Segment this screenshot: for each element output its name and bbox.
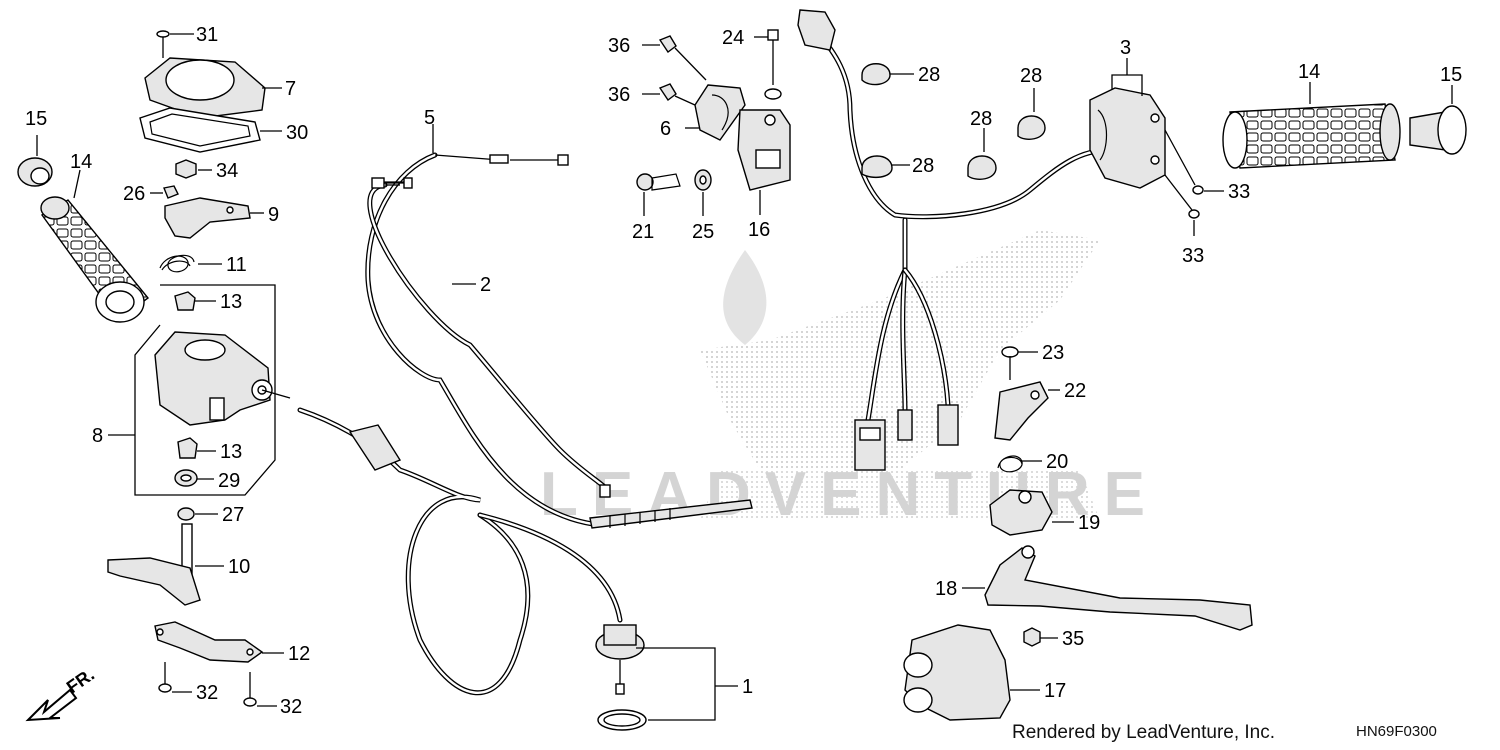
- part-28-clip-d: [967, 128, 997, 180]
- part-16-switch-housing: [737, 109, 791, 215]
- callout-26: 26: [123, 183, 145, 205]
- callout-3: 3: [1120, 37, 1131, 59]
- part-14-right-grip: [1222, 82, 1401, 169]
- callout-21: 21: [632, 221, 654, 243]
- part-34-nut: [175, 159, 212, 179]
- callout-6: 6: [660, 118, 671, 140]
- callout-28-d: 28: [970, 108, 992, 130]
- callout-14-left: 14: [70, 151, 92, 173]
- part-23-bolt: [1001, 346, 1038, 380]
- part-2-choke-cable: [367, 177, 611, 498]
- callout-28-c: 28: [1020, 65, 1042, 87]
- callout-33-upper: 33: [1228, 181, 1250, 203]
- callout-30: 30: [286, 122, 308, 144]
- part-15-right-grip-end: [1409, 85, 1467, 155]
- part-14-left-grip: [40, 169, 150, 323]
- part-35-nut: [1023, 627, 1058, 647]
- part-32-screw-left: [158, 662, 192, 693]
- part-7-throttle-cover: [144, 57, 282, 119]
- callout-1: 1: [742, 676, 753, 698]
- part-26-collar: [150, 185, 179, 199]
- part-wire-harness: [797, 9, 1113, 471]
- part-12-grip-bracket: [154, 621, 284, 663]
- part-17-lever-guard: [903, 624, 1040, 721]
- callout-10: 10: [228, 556, 250, 578]
- callout-13-upper: 13: [220, 291, 242, 313]
- footer-credit: Rendered by LeadVenture, Inc.: [1012, 722, 1275, 743]
- callout-27: 27: [222, 504, 244, 526]
- part-13-upper-seal: [174, 291, 216, 311]
- part-3-right-switch: [1089, 58, 1166, 189]
- callout-22: 22: [1064, 380, 1086, 402]
- callout-11: 11: [226, 254, 247, 276]
- callout-32-right: 32: [280, 696, 302, 718]
- callout-34: 34: [216, 160, 238, 182]
- callout-24: 24: [722, 27, 744, 49]
- part-30-gasket: [139, 107, 282, 153]
- front-direction-arrow: FR.: [25, 664, 98, 722]
- part-29-washer: [174, 469, 214, 487]
- callout-23: 23: [1042, 342, 1064, 364]
- part-19-lever-holder: [989, 489, 1074, 536]
- callout-8: 8: [92, 425, 103, 447]
- callout-13-lower: 13: [220, 441, 242, 463]
- callout-35: 35: [1062, 628, 1084, 650]
- callout-20: 20: [1046, 451, 1068, 473]
- part-33-screw-upper: [1164, 129, 1224, 195]
- callout-2: 2: [480, 274, 491, 296]
- callout-7: 7: [285, 78, 296, 100]
- part-5-throttle-cable: [365, 124, 753, 529]
- part-21-screw: [636, 173, 681, 216]
- part-9-throttle-arm: [164, 197, 264, 239]
- part-15-left-grip-end: [17, 135, 53, 187]
- callout-17: 17: [1044, 680, 1066, 702]
- part-28-clip-b: [861, 155, 910, 179]
- part-11-return-spring: [159, 254, 222, 273]
- callout-28-a: 28: [918, 64, 940, 86]
- part-24-bolt: [754, 29, 782, 100]
- callout-36-upper: 36: [608, 35, 630, 57]
- callout-16: 16: [748, 219, 770, 241]
- part-6-clamp-holder: [685, 84, 746, 141]
- callout-12: 12: [288, 643, 310, 665]
- part-25-washer: [694, 169, 712, 216]
- part-28-clip-a: [861, 63, 914, 86]
- callout-15-left: 15: [25, 108, 47, 130]
- callout-29: 29: [218, 470, 240, 492]
- part-10-throttle-lever: [107, 523, 224, 606]
- part-18-brake-lever: [962, 545, 1253, 631]
- part-36-bolt-upper: [642, 35, 707, 81]
- part-31-screw: [156, 30, 194, 58]
- part-22-bracket: [994, 381, 1060, 441]
- callout-28-b: 28: [912, 155, 934, 177]
- callout-32-left: 32: [196, 682, 218, 704]
- callout-5: 5: [424, 107, 435, 129]
- diagram-code: HN69F0300: [1356, 723, 1437, 740]
- part-32-screw-right: [243, 672, 277, 707]
- part-27-bushing: [177, 507, 218, 521]
- part-33-screw-lower: [1164, 174, 1200, 236]
- part-1-cable-assembly: [297, 407, 738, 731]
- callout-14-right: 14: [1298, 61, 1320, 83]
- callout-9: 9: [268, 204, 279, 226]
- callout-33-lower: 33: [1182, 245, 1204, 267]
- callout-18: 18: [935, 578, 957, 600]
- callout-19: 19: [1078, 512, 1100, 534]
- callout-36-lower: 36: [608, 84, 630, 106]
- callout-15-right: 15: [1440, 64, 1462, 86]
- callout-25: 25: [692, 221, 714, 243]
- part-20-spring: [997, 455, 1042, 473]
- part-28-clip-c: [1017, 88, 1046, 140]
- callout-31: 31: [196, 24, 218, 46]
- part-13-lower-seal: [177, 437, 216, 459]
- part-8-throttle-housing: [108, 284, 291, 496]
